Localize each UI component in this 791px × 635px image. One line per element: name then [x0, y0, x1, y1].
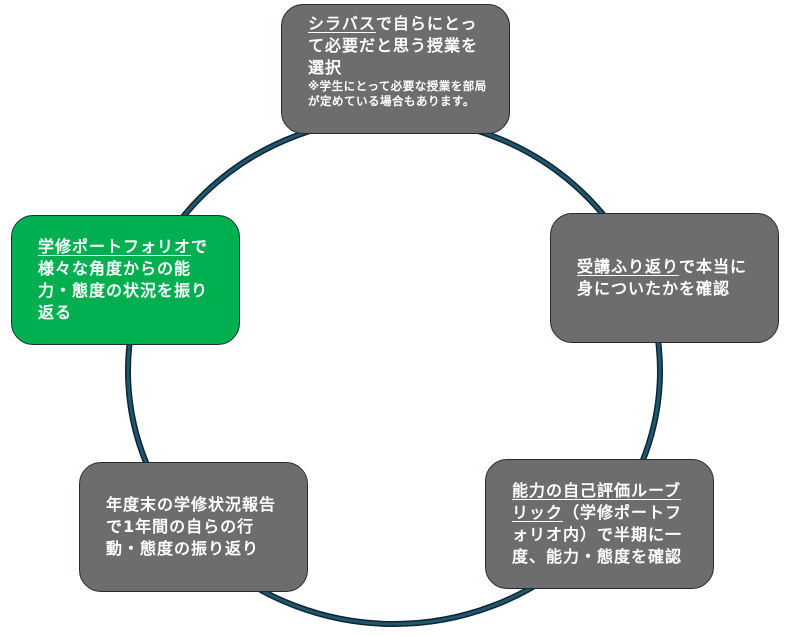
step-text: で本当に身についたかを確認 [577, 257, 748, 298]
syllabus-link[interactable]: シラバス [308, 14, 376, 33]
step-text: で自らにとって必要だと思う授業を選択 [308, 14, 479, 77]
step-course-reflection: 受講ふり返りで本当に身についたかを確認 [550, 213, 779, 343]
step-text: で様々な角度からの能力・態度の状況を振り返る [38, 237, 209, 322]
step-portfolio: 学修ポートフォリオで様々な角度からの能力・態度の状況を振り返る [11, 215, 240, 345]
rubric-link[interactable]: 能力の自己評価ルーブリック [512, 481, 682, 522]
step-rubric: 能力の自己評価ルーブリック（学修ポートフォリオ内）で半期に一度、能力・態度を確認 [485, 459, 714, 589]
step-text: 年度末の学修状況報告で1年間の自らの行動・態度の振り返り [106, 495, 277, 558]
course-reflection-link[interactable]: 受講ふり返り [577, 257, 680, 276]
portfolio-link[interactable]: 学修ポートフォリオ [38, 237, 192, 256]
step-annual-report: 年度末の学修状況報告で1年間の自らの行動・態度の振り返り [79, 462, 308, 592]
step-syllabus: シラバスで自らにとって必要だと思う授業を選択 ※学生にとって必要な授業を部局が定… [281, 4, 510, 134]
step-note: ※学生にとって必要な授業を部局が定めている場合もあります。 [308, 79, 487, 108]
step-text: （学修ポートフォリオ内）で半期に一度、能力・態度を確認 [512, 503, 683, 566]
